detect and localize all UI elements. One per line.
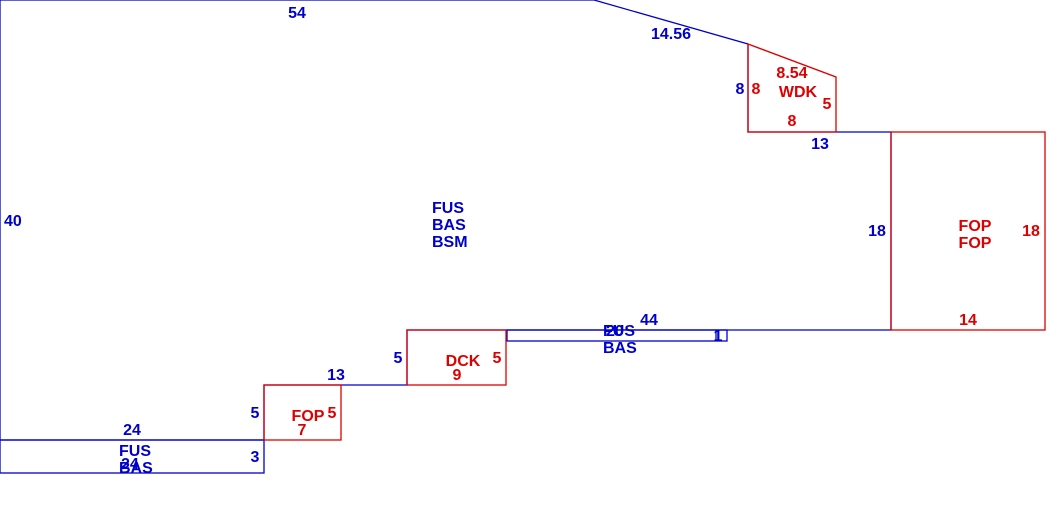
dck-dim-bottom: 9 [453,367,462,384]
middle-strip-outline [506,329,728,342]
strip-lower-code-1: FUS [119,443,151,460]
dim-bottom-small: 3 [251,449,260,466]
dim-right-lower: 44 [640,312,658,329]
fop-large-code-1: FOP [959,218,992,235]
fop-large-dim-side: 18 [1022,223,1040,240]
strip-lower-dim: 24 [121,456,139,473]
dim-left: 40 [4,213,22,230]
fop-small-dim-side: 5 [328,405,337,422]
dim-step-mid: 13 [327,367,345,384]
fop-large-dim-bottom: 14 [959,312,977,329]
dim-top: 54 [288,5,306,22]
wdk-outline [747,43,837,133]
dck-dim-side: 5 [493,350,502,367]
dim-bottom: 24 [123,422,141,439]
dim-fop-side-blue: 5 [251,405,260,422]
main-code-1: FUS [432,200,464,217]
lower-strip-outline [0,439,265,474]
strip-mid-code-1: FUS [603,323,635,340]
fop-large-code-2: FOP [959,235,992,252]
wdk-dim-left: 8 [752,81,761,98]
dck-code: DCK [446,353,481,370]
dim-angled: 14.56 [651,26,691,43]
dim-wdk-side-blue: 8 [736,81,745,98]
fop-small-outline [263,384,342,441]
dim-dck-side-blue: 5 [394,350,403,367]
wdk-code: WDK [779,84,818,101]
wdk-dim-bottom: 8 [788,113,797,130]
dck-outline [406,329,507,386]
dim-small-notch: 1 [714,328,723,345]
strip-mid-code-2: BAS [603,340,637,357]
fop-small-code: FOP [292,408,325,425]
dim-front-vertical: 18 [868,223,886,240]
fop-large-outline [890,131,1046,331]
main-code-3: BSM [432,234,468,251]
main-code-2: BAS [432,217,466,234]
wdk-dim-right: 5 [823,96,832,113]
dim-step-right: 13 [811,136,829,153]
wdk-dim-top: 8.54 [776,65,807,82]
strip-mid-dim: 20 [606,323,624,340]
fop-small-dim-bottom: 7 [298,422,307,439]
strip-lower-code-2: BAS [119,460,153,477]
